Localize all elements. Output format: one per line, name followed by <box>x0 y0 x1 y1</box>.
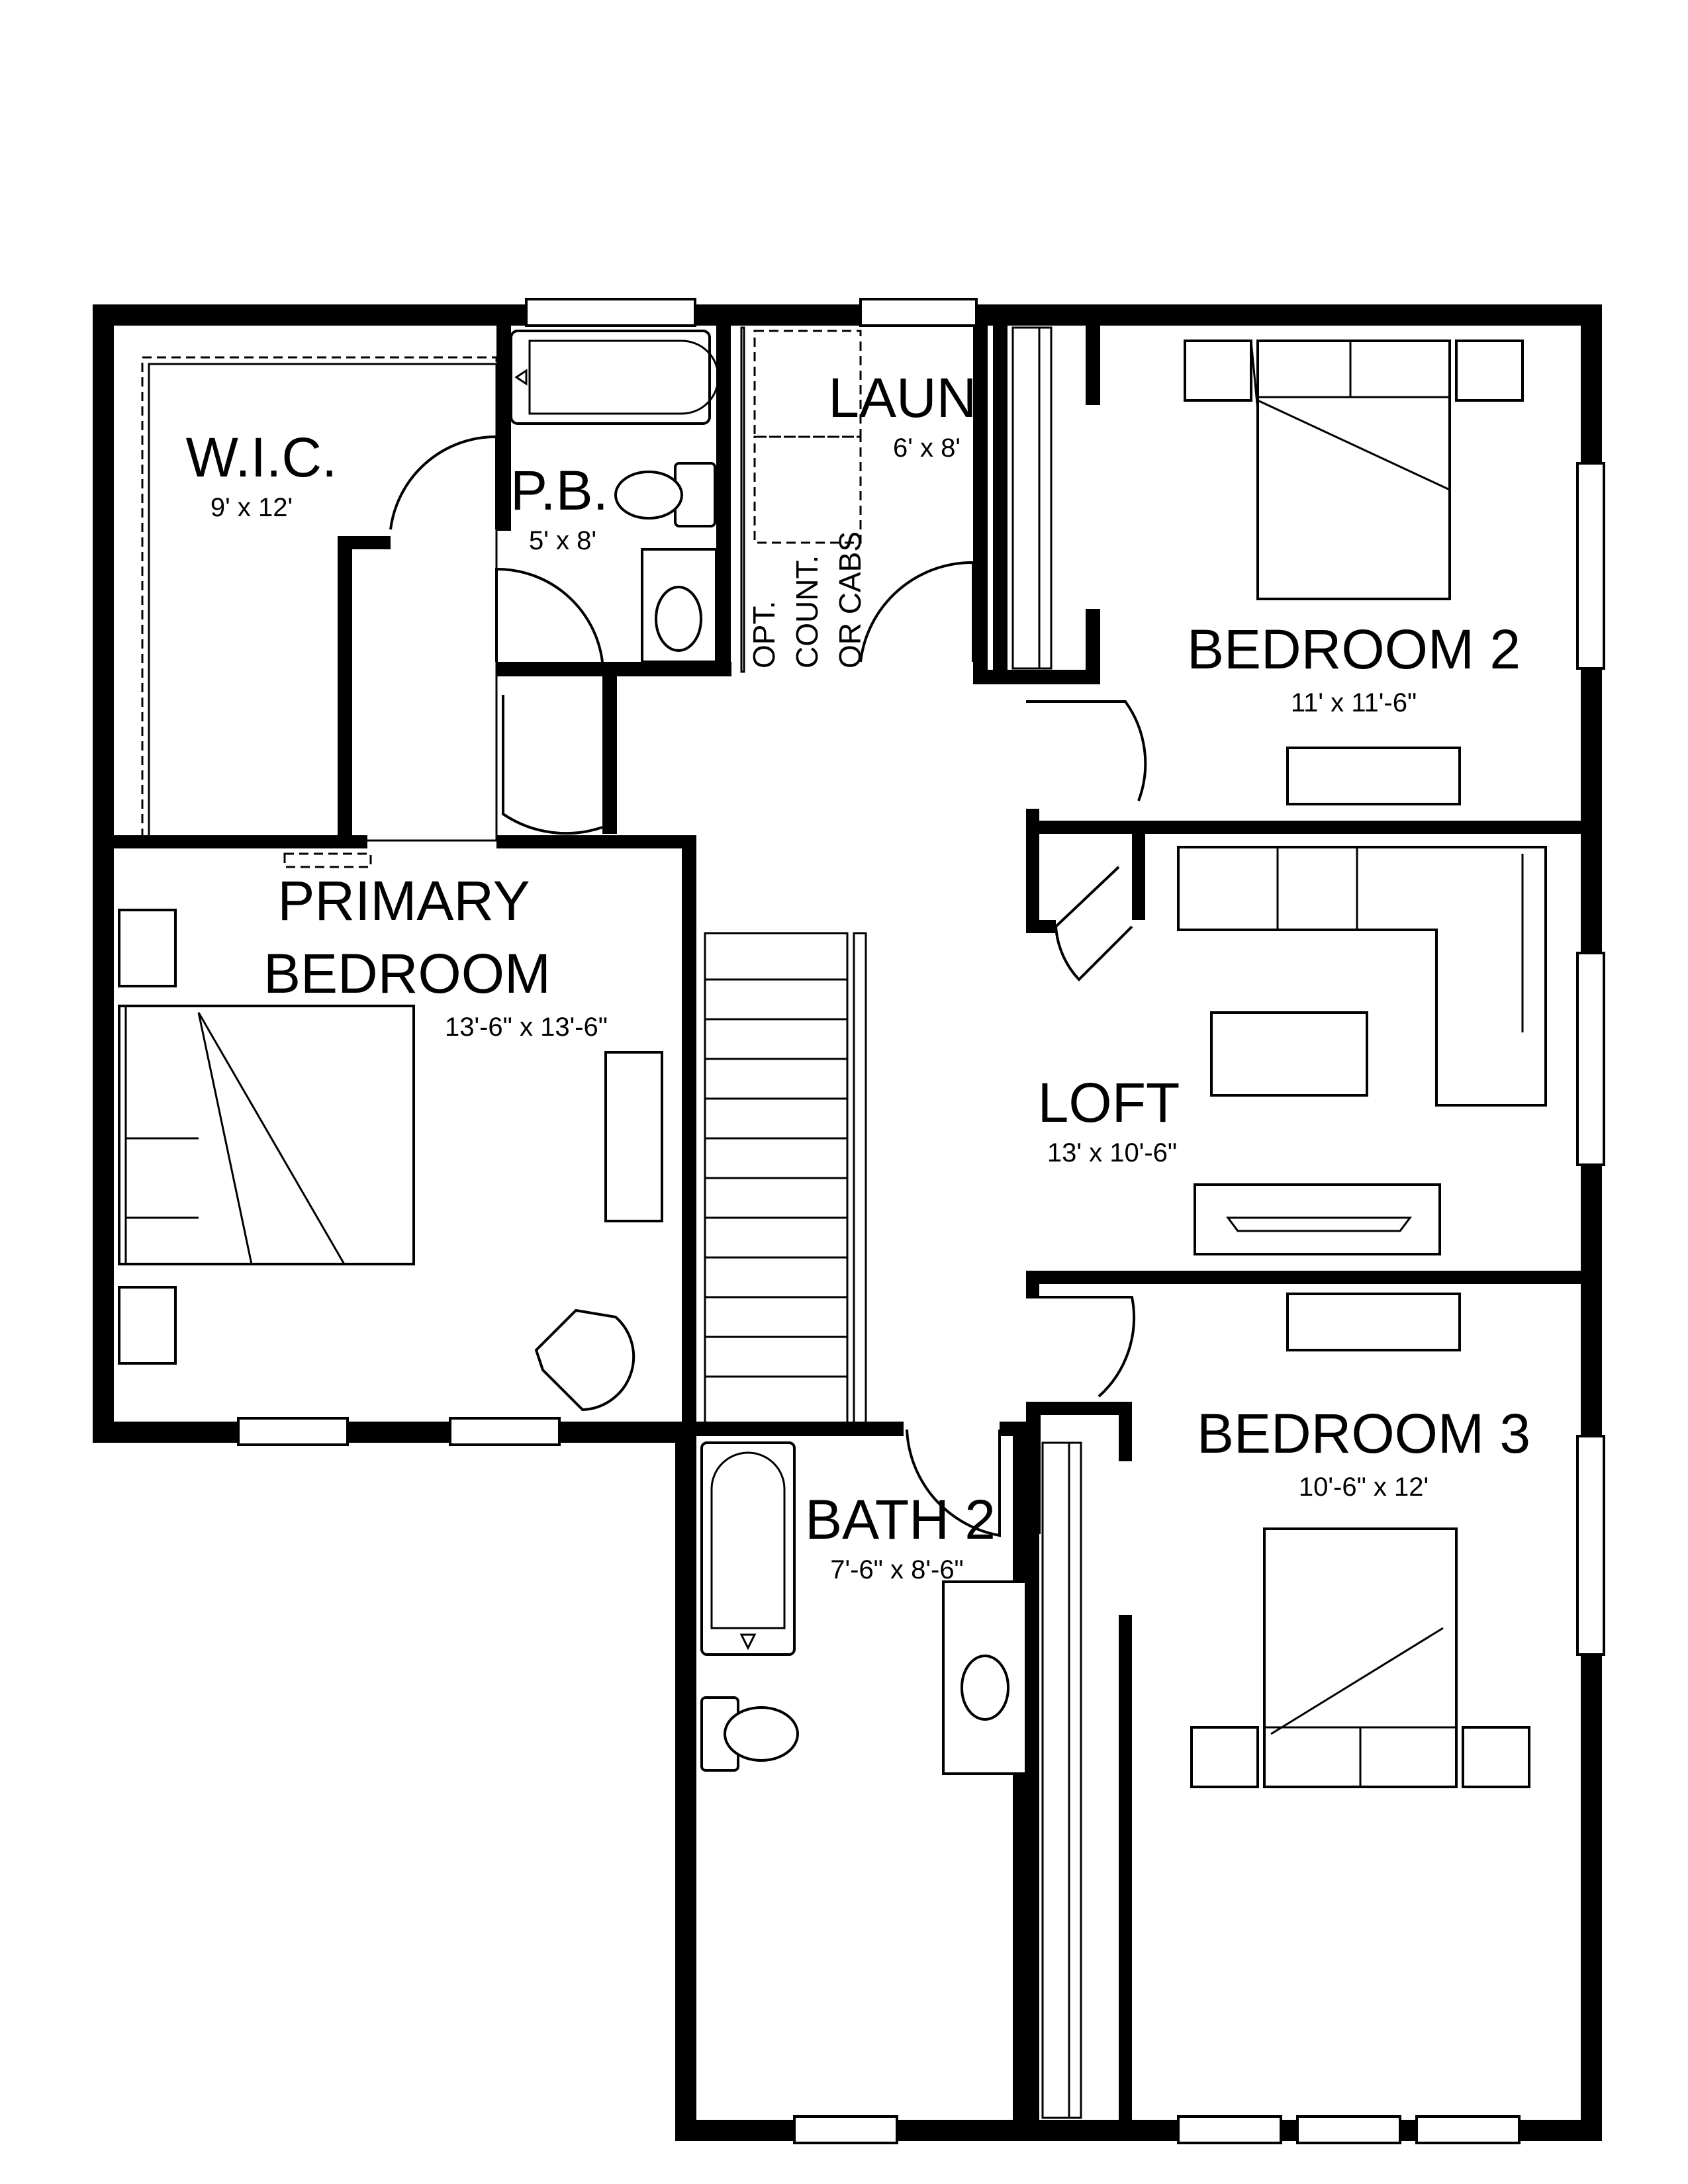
bath2-name: BATH 2 <box>805 1488 996 1551</box>
bedroom2-dim: 11' x 11'-6" <box>1291 688 1417 717</box>
primary-name-line2: BEDROOM <box>263 942 551 1005</box>
laundry-note-opt: OPT. <box>747 601 781 668</box>
loft-dim: 13' x 10'-6" <box>1047 1138 1177 1167</box>
primary-dim: 13'-6" x 13'-6" <box>445 1013 608 1042</box>
laundry-fixtures <box>740 326 862 673</box>
door-swings <box>389 435 1147 1537</box>
loft-name: LOFT <box>1038 1071 1180 1134</box>
staircase <box>704 932 867 1424</box>
laundry-dim: 6' x 8' <box>893 433 961 463</box>
primary-name-line1: PRIMARY <box>277 870 530 932</box>
wic-name: W.I.C. <box>186 426 338 488</box>
bath2-dim: 7'-6" x 8'-6" <box>830 1555 964 1584</box>
pb-fixtures <box>510 330 720 663</box>
laundry-name: LAUN. <box>828 367 992 429</box>
bedroom2-name: BEDROOM 2 <box>1187 618 1521 680</box>
pb-dim: 5' x 8' <box>529 526 596 555</box>
bedroom3-furniture <box>1190 1293 1530 1788</box>
wic-dim: 9' x 12' <box>211 493 293 522</box>
labels: W.I.C. 9' x 12' P.B. 5' x 8' LAUN. 6' x … <box>186 367 1530 1584</box>
primary-furniture <box>118 909 663 1412</box>
bedroom3-dim: 10'-6" x 12' <box>1299 1473 1429 1502</box>
loft-furniture <box>1177 846 1547 1255</box>
bedroom2-furniture <box>1184 340 1524 805</box>
pb-name: P.B. <box>510 459 608 522</box>
bedroom3-name: BEDROOM 3 <box>1197 1402 1530 1465</box>
laundry-note-count: COUNT. <box>790 555 824 668</box>
closets <box>1011 326 1082 2119</box>
windows <box>237 298 1605 2144</box>
laundry-note-cabs: OR CABS <box>833 531 867 668</box>
bath2-fixtures <box>700 1441 1027 1775</box>
